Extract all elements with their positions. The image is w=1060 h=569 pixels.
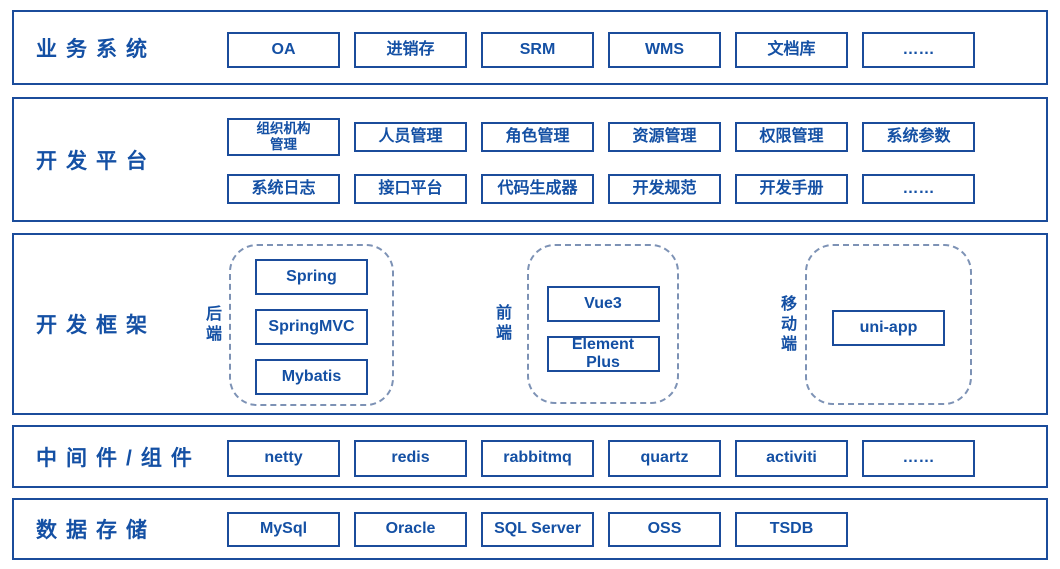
frontend-side-label: 前端: [492, 244, 516, 404]
diagram-box: 角色管理: [481, 122, 594, 152]
diagram-box: 开发规范: [608, 174, 721, 204]
section-business-systems: 业务系统 OA 进销存 SRM WMS 文档库 ……: [12, 10, 1048, 85]
diagram-box: Spring: [255, 259, 368, 295]
diagram-box: OSS: [608, 512, 721, 547]
diagram-box: SRM: [481, 32, 594, 68]
frontend-group: Vue3 Element Plus: [527, 244, 679, 404]
diagram-box-ellipsis: ……: [862, 440, 975, 477]
diagram-box-ellipsis: ……: [862, 32, 975, 68]
section-data-storage: 数据存储 MySql Oracle SQL Server OSS TSDB: [12, 498, 1048, 560]
section-title: 开发平台: [36, 149, 156, 173]
vertical-text: 移动端: [780, 295, 797, 353]
diagram-box: rabbitmq: [481, 440, 594, 477]
mobile-side-label: 移动端: [777, 244, 801, 405]
diagram-box: Oracle: [354, 512, 467, 547]
diagram-box-label: 组织机构管理: [256, 121, 311, 152]
business-box-row: OA 进销存 SRM WMS 文档库 ……: [227, 32, 975, 68]
diagram-box-ellipsis: ……: [862, 174, 975, 204]
diagram-box: MySql: [227, 512, 340, 547]
diagram-box: Element Plus: [546, 335, 660, 372]
diagram-box-label: Element Plus: [571, 335, 635, 371]
section-title: 开发框架: [36, 314, 156, 337]
diagram-box: 接口平台: [354, 174, 467, 204]
diagram-box: 开发手册: [735, 174, 848, 204]
diagram-box: quartz: [608, 440, 721, 477]
diagram-box: netty: [227, 440, 340, 477]
diagram-box: redis: [354, 440, 467, 477]
diagram-box: Vue3: [546, 286, 660, 322]
diagram-box: 代码生成器: [481, 174, 594, 204]
section-dev-framework: 开发框架 后端 Spring SpringMVC Mybatis 前端 Vue3…: [12, 233, 1048, 415]
diagram-box: 系统参数: [862, 122, 975, 152]
diagram-box: 人员管理: [354, 122, 467, 152]
vertical-text: 前端: [495, 305, 512, 342]
diagram-box: 组织机构管理: [227, 118, 340, 156]
vertical-text: 后端: [205, 306, 222, 343]
diagram-box: SQL Server: [481, 512, 594, 547]
platform-box-row-2: 系统日志 接口平台 代码生成器 开发规范 开发手册 ……: [227, 174, 975, 204]
diagram-box: activiti: [735, 440, 848, 477]
section-title: 业务系统: [36, 37, 156, 61]
storage-box-row: MySql Oracle SQL Server OSS TSDB: [227, 512, 848, 547]
diagram-box: 资源管理: [608, 122, 721, 152]
mobile-group: uni-app: [805, 244, 972, 405]
section-dev-platform: 开发平台 组织机构管理 人员管理 角色管理 资源管理 权限管理 系统参数 系统日…: [12, 97, 1048, 222]
diagram-box: SpringMVC: [255, 309, 368, 345]
section-title: 中间件/组件: [36, 446, 201, 470]
backend-side-label: 后端: [202, 244, 226, 406]
middleware-box-row: netty redis rabbitmq quartz activiti ……: [227, 440, 975, 477]
diagram-box: uni-app: [832, 310, 945, 346]
section-middleware: 中间件/组件 netty redis rabbitmq quartz activ…: [12, 425, 1048, 488]
platform-box-row-1: 组织机构管理 人员管理 角色管理 资源管理 权限管理 系统参数: [227, 118, 975, 156]
section-title: 数据存储: [36, 519, 156, 542]
diagram-box: TSDB: [735, 512, 848, 547]
diagram-box: 系统日志: [227, 174, 340, 204]
diagram-box: 权限管理: [735, 122, 848, 152]
backend-group: Spring SpringMVC Mybatis: [229, 244, 394, 406]
diagram-box: Mybatis: [255, 359, 368, 395]
diagram-box: OA: [227, 32, 340, 68]
diagram-box: 文档库: [735, 32, 848, 68]
diagram-box: WMS: [608, 32, 721, 68]
diagram-box: 进销存: [354, 32, 467, 68]
